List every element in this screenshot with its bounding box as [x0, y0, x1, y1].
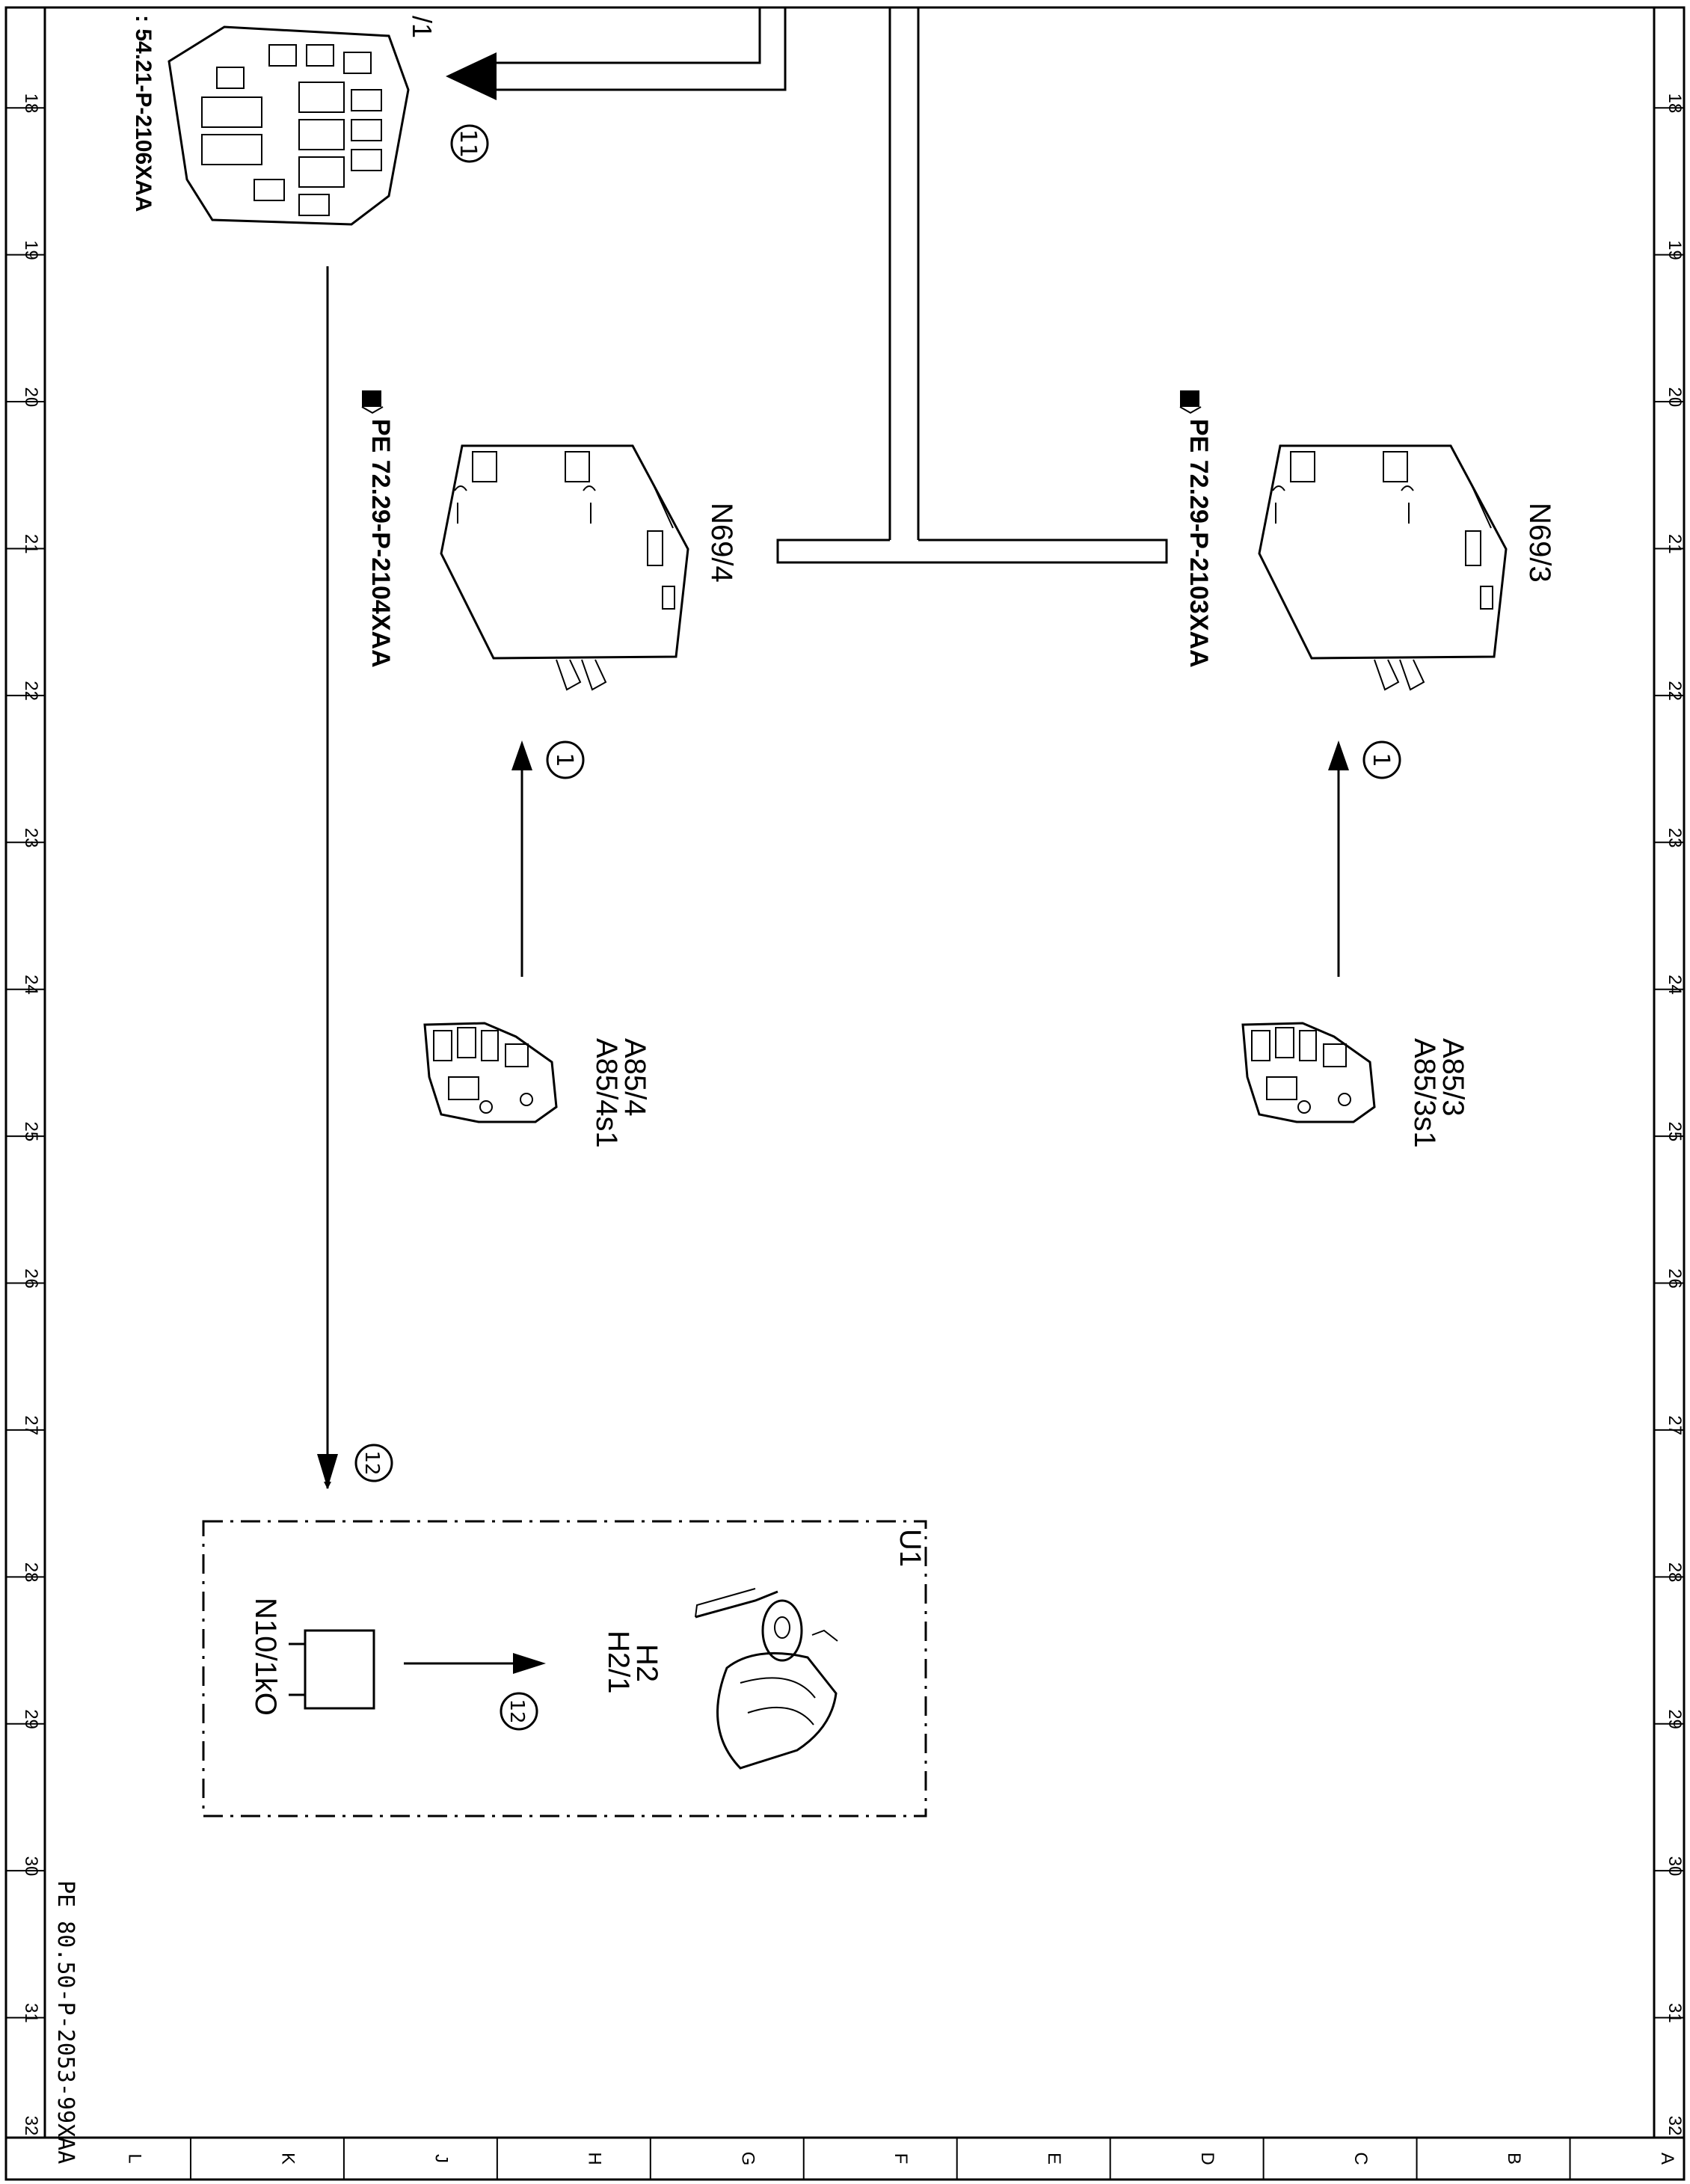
column-grid-ticks — [189, 2138, 1571, 2180]
u1-boundary — [202, 1520, 927, 1818]
row-label-23: 23 — [21, 828, 41, 848]
row-label-25: 25 — [1665, 1122, 1685, 1142]
marker-11: 11 — [450, 124, 489, 163]
a85-4-label: A85/4 — [618, 1038, 651, 1117]
marker-1-right: 1 — [1362, 740, 1401, 779]
column-label-F: F — [891, 2153, 911, 2165]
svg-text:12: 12 — [506, 1699, 528, 1723]
column-label-E: E — [1044, 2153, 1064, 2165]
arrow-to-top-connector — [446, 52, 497, 100]
n69-4-module — [440, 444, 689, 691]
row-label-21: 21 — [21, 534, 41, 554]
top-connector-block — [168, 25, 410, 226]
column-label-G: G — [737, 2152, 758, 2166]
row-label-22: 22 — [1665, 681, 1685, 701]
column-label-D: D — [1197, 2152, 1217, 2165]
drawing-frame — [4, 6, 1686, 2181]
column-label-B: B — [1504, 2153, 1524, 2165]
row-label-30: 30 — [1665, 1856, 1685, 1877]
row-label-24: 24 — [1665, 975, 1685, 995]
a85-4-latch — [423, 1022, 558, 1123]
row-label-22: 22 — [21, 681, 41, 701]
row-label-30: 30 — [21, 1856, 41, 1877]
column-label-K: K — [277, 2153, 298, 2165]
column-label-J: J — [431, 2154, 451, 2163]
hand-pointer-icon-n69-3 — [1179, 390, 1202, 414]
row-label-27: 27 — [1665, 1415, 1685, 1435]
a85-3-label: A85/3 — [1436, 1038, 1469, 1117]
row-label-27: 27 — [21, 1415, 41, 1435]
n69-3-module — [1258, 444, 1508, 691]
column-label-H: H — [584, 2152, 604, 2165]
row-label-20: 20 — [21, 387, 41, 407]
row-label-20: 20 — [1665, 387, 1685, 407]
svg-text:12: 12 — [360, 1450, 383, 1475]
row-labels-right: 18 19 20 21 22 23 24 25 26 27 28 29 30 31 32 — [1665, 93, 1685, 2136]
row-label-31: 31 — [21, 2003, 41, 2023]
top-connector-ref: : 54.21-P-2106XAA — [131, 15, 156, 212]
row-label-23: 23 — [1665, 828, 1685, 848]
a85-3s1-label: A85/3s1 — [1408, 1038, 1441, 1148]
row-label-26: 26 — [1665, 1269, 1685, 1289]
n69-4-ref: PE 72.29-P-2104XAA — [366, 419, 395, 668]
row-label-26: 26 — [21, 1269, 41, 1289]
column-label-A: A — [1657, 2153, 1677, 2165]
a85-3-latch — [1241, 1022, 1376, 1123]
n69-4-label: N69/4 — [705, 503, 738, 583]
row-label-32: 32 — [1665, 2116, 1685, 2136]
row-label-29: 29 — [1665, 1709, 1685, 1729]
wiring-bus — [494, 7, 1168, 564]
row-label-19: 19 — [21, 240, 41, 260]
marker-12-bottom: 12 — [500, 1692, 538, 1731]
n69-3-ref: PE 72.29-P-2103XAA — [1184, 419, 1213, 668]
row-label-21: 21 — [1665, 534, 1685, 554]
u1-label: U1 — [894, 1529, 927, 1567]
svg-text:1: 1 — [1368, 752, 1394, 767]
row-label-25: 25 — [21, 1122, 41, 1142]
row-label-29: 29 — [21, 1709, 41, 1729]
row-label-19: 19 — [1665, 240, 1685, 260]
row-label-24: 24 — [21, 975, 41, 995]
n69-3-label: N69/3 — [1523, 503, 1556, 583]
svg-text:11: 11 — [455, 129, 481, 158]
svg-text:1: 1 — [551, 752, 577, 767]
h2-1-label: H2/1 — [602, 1631, 635, 1694]
row-label-18: 18 — [1665, 93, 1685, 114]
row-label-18: 18 — [21, 93, 41, 114]
marker-12-top: 12 — [354, 1444, 393, 1482]
document-ref: PE 80.50-P-2053-99XAA — [52, 1880, 79, 2164]
horn-h2 — [695, 1588, 838, 1770]
row-labels-left: 18 19 20 21 22 23 24 25 26 27 28 29 30 31 32 — [21, 93, 41, 2136]
relay-n10-1ko — [289, 1629, 375, 1710]
row-grid-ticks — [6, 107, 1684, 2019]
h2-label: H2 — [630, 1644, 663, 1682]
row-label-31: 31 — [1665, 2003, 1685, 2023]
marker-1-left: 1 — [546, 740, 585, 779]
row-label-32: 32 — [21, 2116, 41, 2136]
row-label-28: 28 — [1665, 1562, 1685, 1583]
column-label-L: L — [124, 2153, 144, 2163]
n10-1ko-label: N10/1kO — [249, 1598, 282, 1716]
column-label-C: C — [1351, 2152, 1371, 2165]
hand-pointer-icon-n69-4 — [361, 390, 384, 414]
row-label-28: 28 — [21, 1562, 41, 1583]
top-connector-label: /1 — [407, 16, 437, 38]
a85-4s1-label: A85/4s1 — [590, 1038, 623, 1148]
